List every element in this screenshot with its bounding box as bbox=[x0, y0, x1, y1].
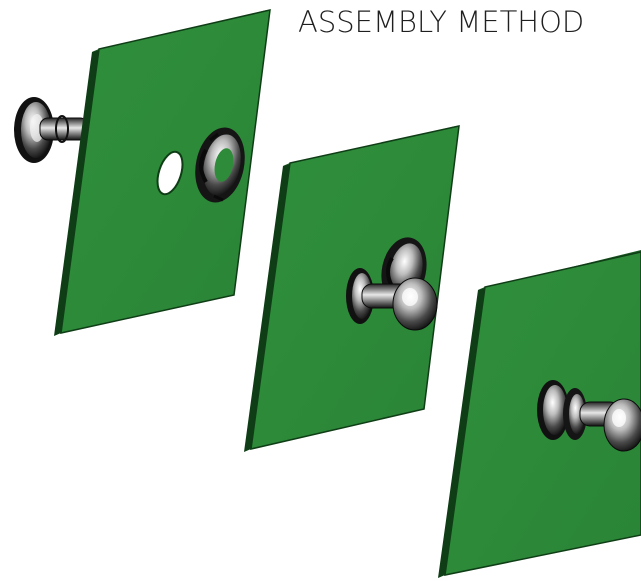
step-1-exploded-view bbox=[14, 10, 270, 336]
stud-fastener-icon bbox=[14, 97, 88, 163]
step-3-final-assembly bbox=[438, 250, 641, 578]
step-2-partial-assembly bbox=[244, 126, 459, 452]
